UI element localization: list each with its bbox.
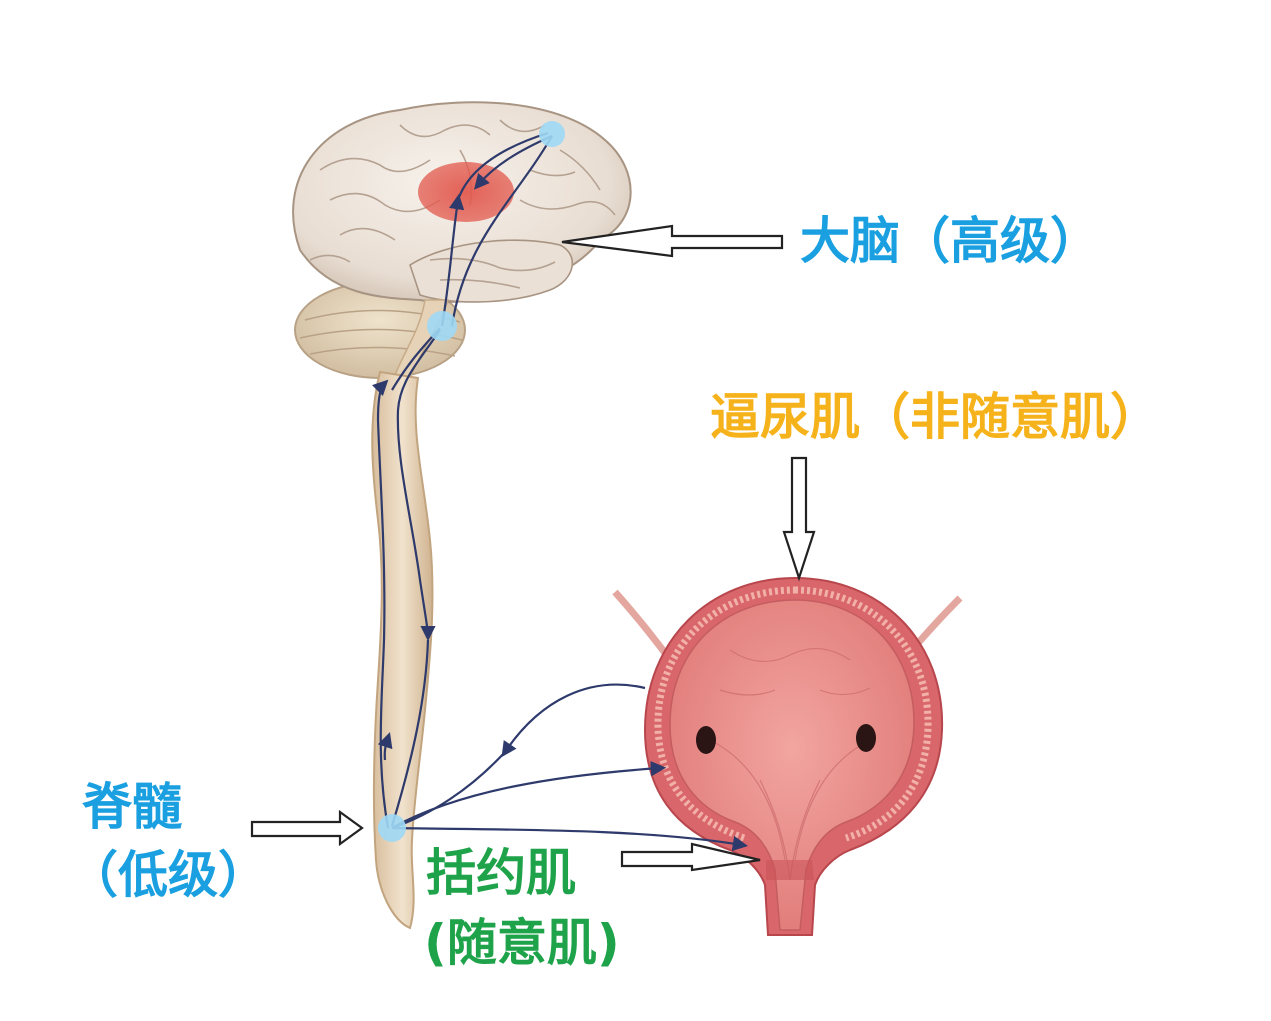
ureteral-orifice-right <box>856 724 876 752</box>
detrusor-label: 逼尿肌（非随意肌） <box>710 388 1160 446</box>
efferent-to-detrusor <box>391 760 667 829</box>
spinal-cord <box>371 370 434 930</box>
spinal-cord-label: 脊髓 <box>82 778 182 836</box>
detrusor-pointer-arrow <box>782 456 816 582</box>
descending-spinal-path <box>396 329 441 642</box>
pointer-arrows <box>250 224 816 872</box>
bladder-lumen <box>669 599 915 931</box>
brainstem-node <box>427 311 457 341</box>
sphincter-pointer-arrow <box>620 842 761 872</box>
cortex-micturition-center <box>418 162 514 222</box>
sphincter-type-label: (随意肌) <box>424 914 620 972</box>
spinal-cord-level-label: （低级） <box>68 846 268 904</box>
brain-path-up <box>440 193 465 327</box>
sphincter-label: 括约肌 <box>426 844 576 902</box>
efferent-to-sphincter <box>391 826 749 852</box>
brain-label: 大脑（高级） <box>800 212 1100 270</box>
bladder-illustration <box>612 576 963 936</box>
spinal-node <box>378 814 406 842</box>
neural-centers <box>378 121 565 842</box>
ureteral-orifice-left <box>696 726 716 754</box>
afferent-from-bladder <box>501 683 646 758</box>
brain-pointer-arrow <box>561 224 784 258</box>
nerve-pathways <box>372 131 749 852</box>
spinal-pointer-arrow <box>250 809 364 847</box>
cortex-node <box>539 121 565 147</box>
